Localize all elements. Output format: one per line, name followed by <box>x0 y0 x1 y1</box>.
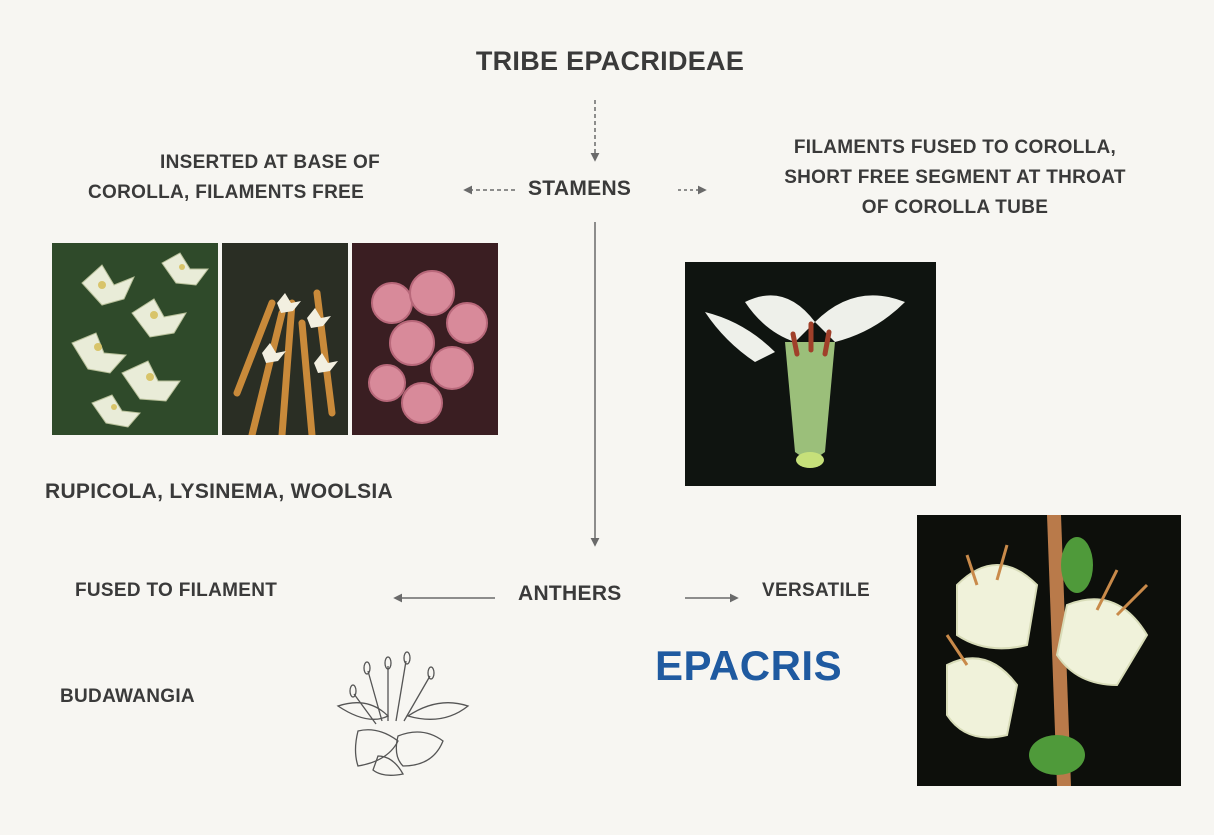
diagram-title: TRIBE EPACRIDEAE <box>420 46 800 77</box>
photo-stamens-fused <box>685 262 936 486</box>
genus-epacris: EPACRIS <box>655 642 842 690</box>
stamens-left-line-2: COROLLA, FILAMENTS FREE <box>70 178 470 208</box>
genera-left-label: RUPICOLA, LYSINEMA, WOOLSIA <box>45 480 393 504</box>
stamens-left-outcome: INSERTED AT BASE OF COROLLA, FILAMENTS F… <box>70 148 470 208</box>
stamens-right-line-3: OF COROLLA TUBE <box>715 193 1195 223</box>
photo-rupicola <box>52 243 218 435</box>
photo-woolsia <box>352 243 498 435</box>
genus-budawangia: BUDAWANGIA <box>60 686 195 708</box>
photo-lysinema <box>222 243 348 435</box>
stamens-right-line-1: FILAMENTS FUSED TO COROLLA, <box>715 133 1195 163</box>
stamens-right-outcome: FILAMENTS FUSED TO COROLLA, SHORT FREE S… <box>715 133 1195 223</box>
anthers-right-outcome: VERSATILE <box>762 580 870 602</box>
photo-epacris <box>917 515 1181 786</box>
anthers-left-outcome: FUSED TO FILAMENT <box>75 580 277 602</box>
anthers-label: ANTHERS <box>518 582 622 606</box>
stamens-left-line-1: INSERTED AT BASE OF <box>70 148 470 178</box>
drawing-budawangia <box>318 636 480 776</box>
stamens-label: STAMENS <box>528 177 631 201</box>
stamens-right-line-2: SHORT FREE SEGMENT AT THROAT <box>715 163 1195 193</box>
